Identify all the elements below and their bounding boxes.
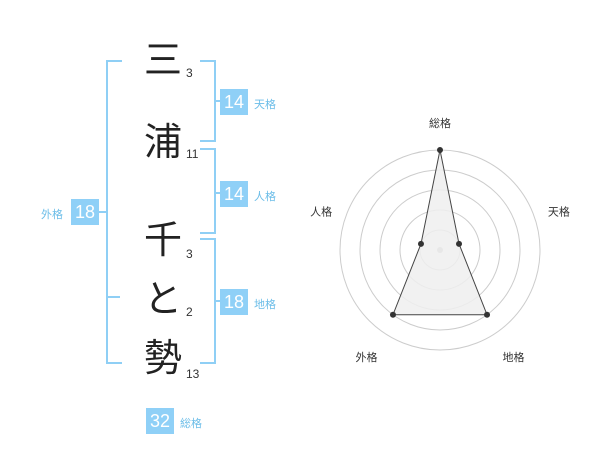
chikaku-connector [214, 300, 220, 302]
stroke-count-3: 3 [186, 247, 193, 261]
radar-axis-label: 天格 [548, 204, 570, 218]
radar-points [389, 147, 491, 318]
radar-point-3 [484, 311, 491, 318]
chikaku-badge: 18 [220, 289, 248, 315]
radar-axis-label: 外格 [356, 350, 378, 364]
tenkaku-connector [214, 100, 220, 102]
name-char-1: 三 [143, 38, 182, 82]
jinkaku-bracket [200, 148, 216, 234]
name-char-2: 浦 [143, 120, 182, 164]
radar-point-5 [417, 240, 424, 247]
gaikaku-label: 外格 [41, 208, 63, 221]
tenkaku-badge: 14 [220, 89, 248, 115]
radar-point-2 [456, 240, 463, 247]
stroke-count-4: 2 [186, 305, 193, 319]
gaikaku-bracket-tick [106, 296, 120, 298]
soukaku-label: 総格 [180, 417, 202, 430]
radar-axis-label: 人格 [310, 204, 332, 218]
stroke-count-2: 11 [186, 147, 199, 161]
gaikaku-bracket [106, 60, 122, 364]
stroke-count-5: 13 [186, 367, 200, 381]
radar-polygon [392, 149, 488, 316]
jinkaku-label: 人格 [254, 190, 276, 203]
stroke-count-1: 3 [186, 66, 193, 80]
radar-axis-label: 地格 [502, 350, 524, 364]
tenkaku-label: 天格 [254, 98, 276, 111]
radar-point-4 [389, 311, 396, 318]
name-char-4: と [143, 277, 182, 321]
radar-point-1 [437, 147, 443, 153]
radar-axis-label: 総格 [429, 116, 451, 130]
name-char-5: 勢 [143, 336, 182, 380]
chikaku-label: 地格 [254, 298, 276, 311]
name-char-3: 千 [143, 218, 182, 262]
gaikaku-badge: 18 [71, 199, 99, 225]
gaikaku-connector [96, 211, 106, 213]
jinkaku-badge: 14 [220, 181, 248, 207]
soukaku-badge: 32 [146, 408, 174, 434]
radar-shape [392, 149, 488, 316]
jinkaku-connector [214, 192, 220, 194]
